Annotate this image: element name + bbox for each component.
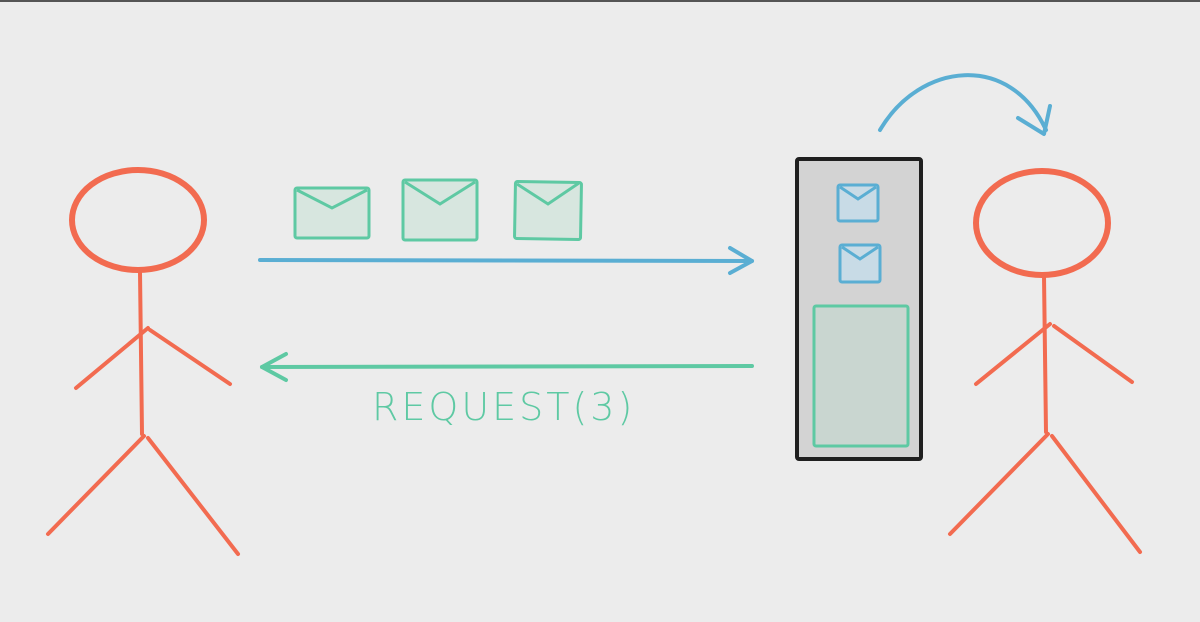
- sender-right-leg: [146, 436, 240, 556]
- forward-arrow: [258, 246, 754, 275]
- receiver-right-leg: [1050, 434, 1142, 554]
- sender-body: [138, 270, 144, 436]
- sender-left-leg: [46, 434, 146, 536]
- queued-envelope-icon: [836, 183, 880, 223]
- queued-envelope-icon: [838, 243, 882, 284]
- sender-head: [69, 167, 207, 273]
- sender-left-arm: [74, 326, 150, 390]
- sender-right-arm: [148, 328, 232, 386]
- receiver-left-leg: [948, 432, 1050, 536]
- envelope-icon: [513, 179, 583, 242]
- server-queue: [795, 157, 923, 461]
- receiver-head: [973, 168, 1111, 278]
- receiver-right-arm: [1052, 324, 1134, 384]
- envelope-icon: [401, 178, 479, 242]
- message-group: [293, 178, 583, 242]
- curved-arrow-icon: [878, 73, 1052, 136]
- envelope-icon: [293, 186, 371, 240]
- receiver-body: [1042, 274, 1048, 434]
- queue-storage-area: [812, 304, 910, 448]
- return-arrow: [260, 352, 754, 382]
- request-label: REQUEST(3): [372, 385, 635, 429]
- sender-stick-figure: [46, 167, 240, 556]
- receiver-left-arm: [974, 322, 1052, 386]
- receiver-stick-figure: [948, 168, 1142, 554]
